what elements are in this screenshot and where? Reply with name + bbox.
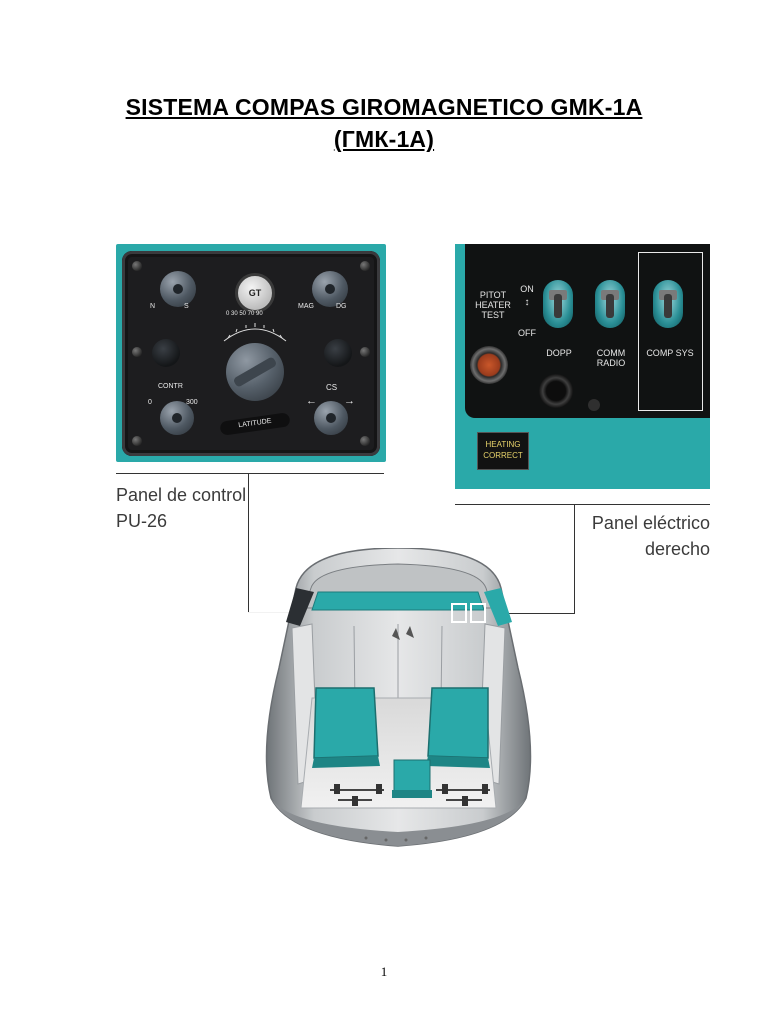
control-panel-pu26-image: N S GT MAG DG 0 30 50 70 90 LATITUDE CON…: [116, 244, 386, 462]
latitude-scale: [223, 323, 287, 342]
screw-icon: [360, 347, 370, 357]
lamp-right: [324, 339, 352, 367]
caption-right-line-1: Panel eléctrico: [591, 513, 710, 533]
label-mag: MAG: [298, 303, 314, 310]
label-pitot-2: HEATER: [475, 300, 511, 310]
comm-radio-toggle-switch: [595, 280, 625, 328]
caption-left-line-2: PU-26: [116, 511, 168, 531]
screw-icon: [132, 436, 142, 446]
callout-line-left-top: [116, 473, 384, 474]
screw-icon: [360, 436, 370, 446]
screw-icon: [132, 347, 142, 357]
screw-icon: [360, 261, 370, 271]
label-comp-sys: COMP SYS: [646, 348, 694, 358]
label-n: N: [150, 303, 156, 310]
page-number: 1: [380, 964, 388, 979]
title-line-2: (ГМК-1А): [333, 126, 435, 152]
label-pitot: PITOT HEATER TEST: [473, 290, 513, 320]
label-pitot-1: PITOT: [479, 290, 507, 300]
label-zero: 0: [148, 399, 152, 406]
label-off: OFF: [518, 328, 536, 338]
caption-right-line-2: derecho: [644, 539, 710, 559]
ns-switch-knob: [160, 271, 196, 307]
pitot-heater-test-button: [470, 346, 508, 384]
title-line-1: SISTEMA COMPAS GIROMAGNETICO GMK-1A: [125, 94, 643, 120]
cockpit-illustration: [265, 548, 532, 847]
callout-line-right-top: [455, 504, 710, 505]
label-latitude: LATITUDE: [219, 412, 291, 436]
lamp-left: [152, 339, 180, 367]
dopp-toggle-switch: [543, 280, 573, 328]
electric-panel-face: [465, 244, 710, 418]
label-on: ON: [520, 284, 534, 294]
arrow-left-icon: ←: [306, 395, 317, 407]
label-contr: CONTR: [158, 383, 183, 390]
contr-switch-knob: [160, 401, 194, 435]
dimmer-dial: [539, 374, 573, 408]
heating-correct-label: HEATING CORRECT: [477, 432, 529, 470]
label-latitude-scale: 0 30 50 70 90: [226, 311, 263, 317]
label-s: S: [184, 303, 189, 310]
callout-line-right-vertical: [574, 504, 575, 614]
mag-dg-switch-knob: [312, 271, 348, 307]
updown-arrow-icon: ↕: [524, 297, 530, 308]
label-radio: RADIO: [596, 358, 626, 368]
callout-line-right-horizontal: [486, 613, 575, 614]
label-dg: DG: [336, 303, 347, 310]
label-correct: CORRECT: [483, 451, 523, 460]
label-cs: CS: [326, 383, 338, 392]
panel-plate: N S GT MAG DG 0 30 50 70 90 LATITUDE CON…: [122, 251, 380, 456]
screw-icon: [132, 261, 142, 271]
cs-switch-knob: [314, 401, 348, 435]
small-knob: [588, 399, 600, 411]
comp-sys-highlight-box: [638, 252, 703, 411]
label-comm: COMM: [596, 348, 626, 358]
label-heating: HEATING: [485, 440, 521, 449]
label-dopp: DOPP: [546, 348, 572, 358]
arrow-right-icon: →: [344, 395, 355, 407]
callout-line-left-vertical: [248, 473, 249, 613]
caption-panel-electrico: Panel eléctrico derecho: [580, 510, 710, 562]
caption-panel-de-control: Panel de control PU-26: [116, 482, 246, 534]
caption-left-line-1: Panel de control: [116, 485, 247, 505]
latitude-knob: [226, 343, 284, 401]
comp-sys-toggle-switch: [653, 280, 683, 328]
gt-button: GT: [235, 273, 275, 313]
label-pitot-3: TEST: [481, 310, 505, 320]
label-300: 300: [186, 399, 198, 406]
label-comm-radio: COMM RADIO: [589, 348, 633, 368]
electric-panel-image: PITOT HEATER TEST ON ↕ OFF DOPP COMM RAD…: [455, 244, 710, 489]
